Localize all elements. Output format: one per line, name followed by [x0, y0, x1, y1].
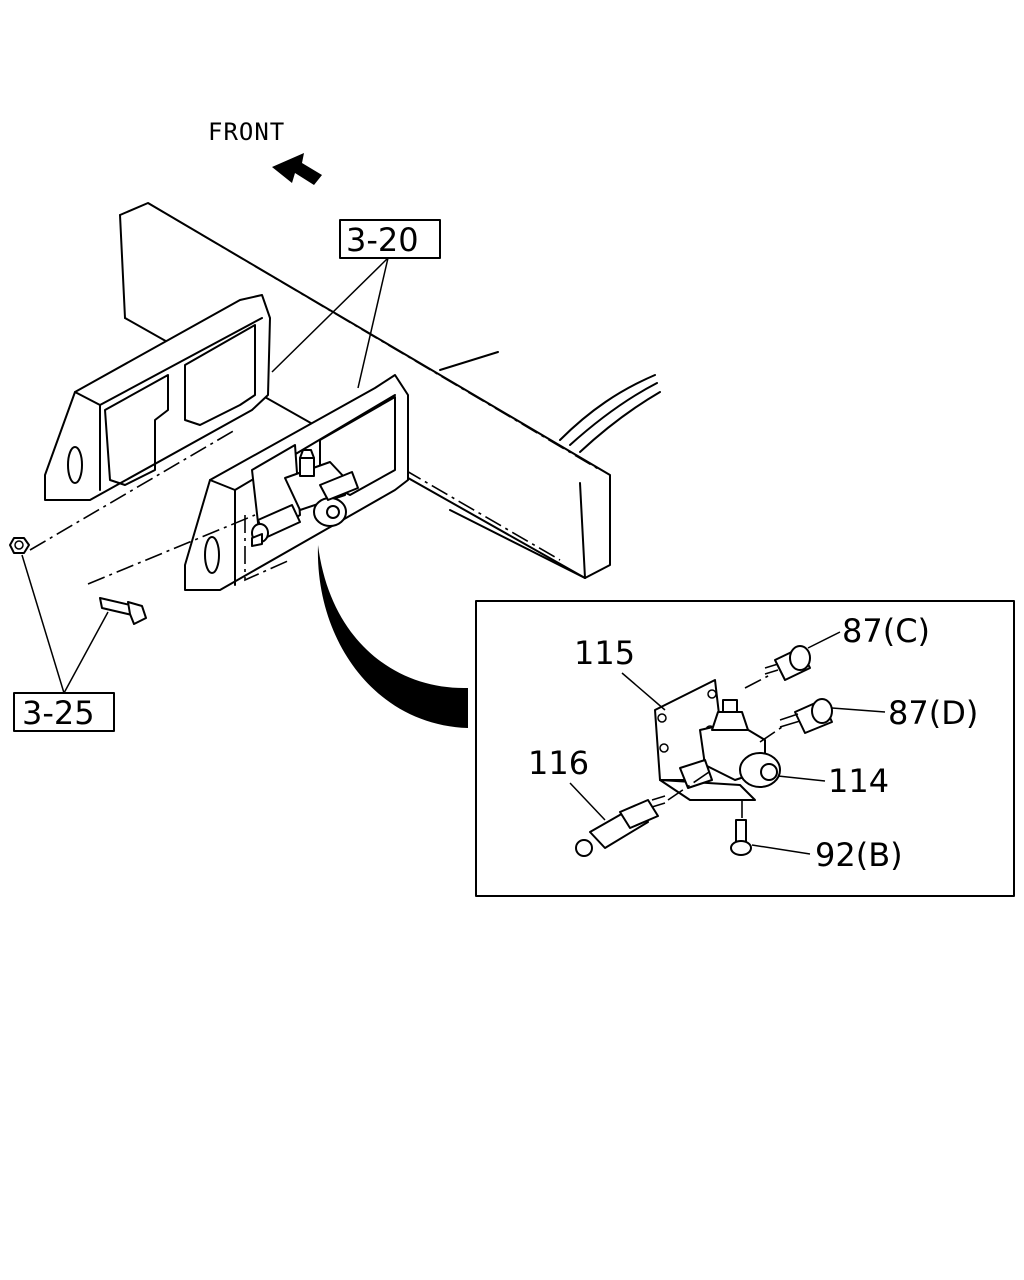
front-label: FRONT	[208, 118, 285, 146]
callout-92b: 92(B)	[815, 836, 903, 874]
bolt	[99, 597, 147, 625]
valve-body-114	[679, 699, 781, 789]
cross-member	[119, 202, 611, 579]
switch-116	[575, 795, 666, 857]
detail-frame	[475, 600, 1015, 897]
bracket-115	[654, 679, 756, 801]
callout-87c: 87(C)	[842, 612, 930, 650]
nut	[9, 537, 30, 554]
reference-3-25: 3-25	[13, 554, 115, 732]
detail-leader-sweep	[317, 545, 468, 728]
callout-114: 114	[828, 762, 889, 800]
callout-116: 116	[528, 744, 589, 782]
screw-92b	[730, 819, 752, 856]
front-arrow-icon	[272, 153, 322, 185]
callout-87d: 87(D)	[888, 694, 978, 732]
fitting-87c	[764, 645, 811, 681]
fitting-87d	[779, 698, 833, 734]
reference-3-25-label: 3-25	[22, 694, 95, 732]
valve-assembly-installed	[251, 444, 359, 547]
callout-115: 115	[574, 634, 635, 672]
reference-3-20-label: 3-20	[346, 221, 419, 259]
wire-harness	[559, 374, 661, 453]
reference-3-20: 3-20	[271, 219, 441, 389]
left-gusset-plate	[44, 294, 271, 501]
